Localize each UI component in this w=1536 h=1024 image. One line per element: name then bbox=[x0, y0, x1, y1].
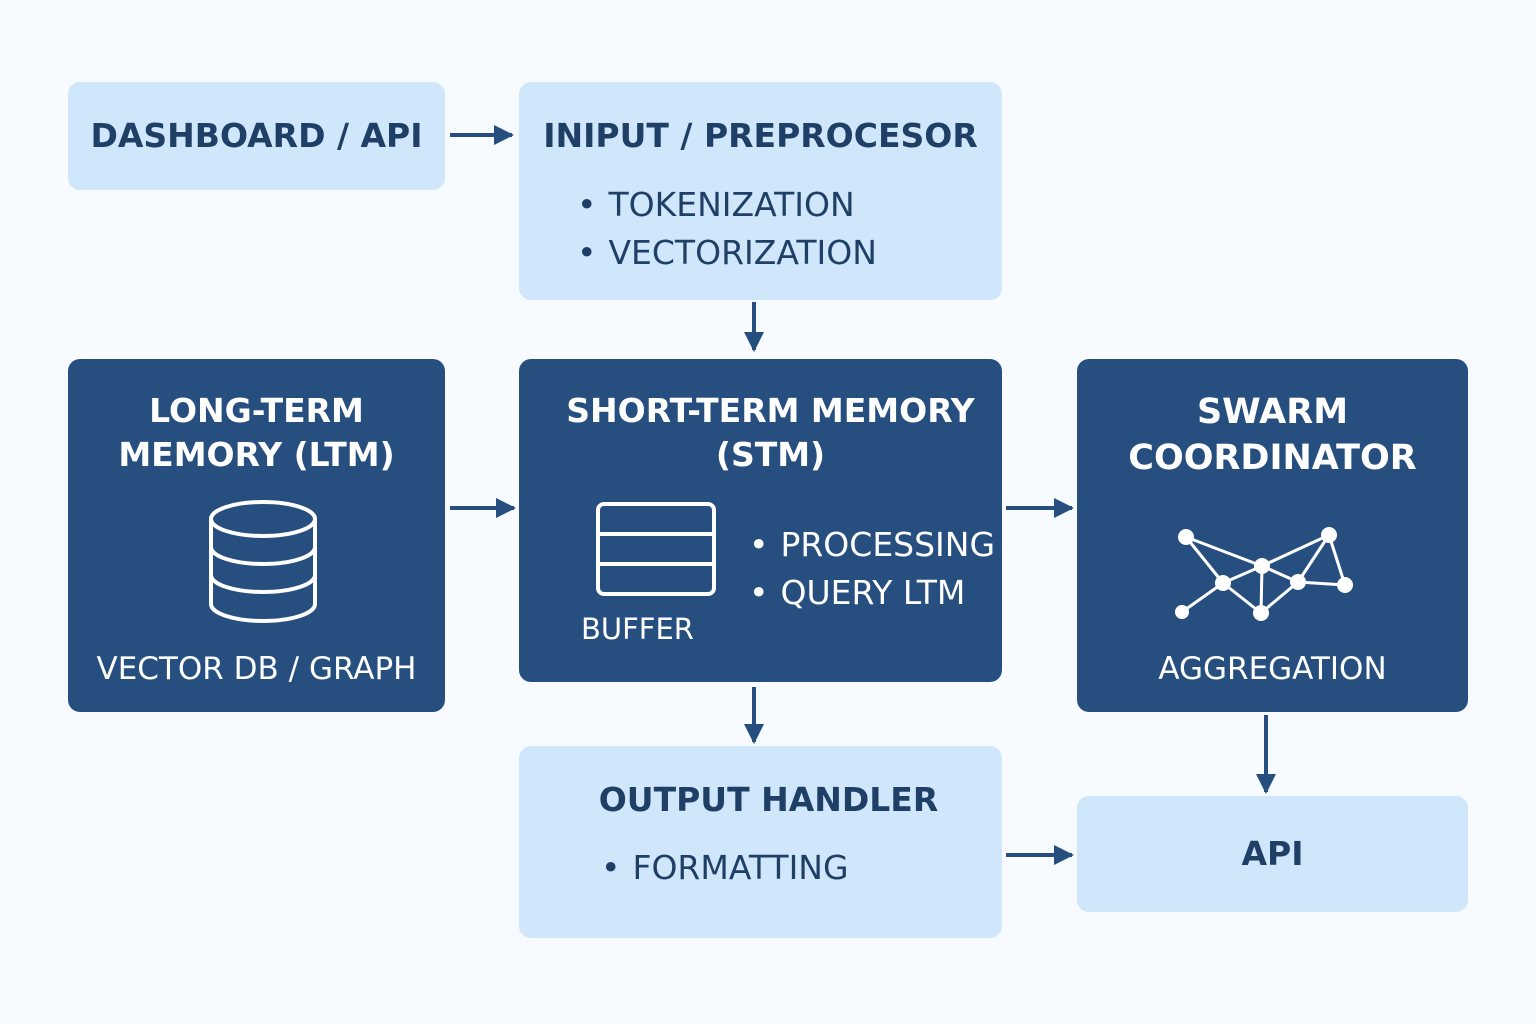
dashboard-api-box: DASHBOARD / API bbox=[68, 82, 445, 190]
input-item-vectorization: VECTORIZATION bbox=[577, 233, 876, 273]
swarm-coordinator-box: SWARM COORDINATOR AGGREGATION bbox=[1077, 359, 1468, 712]
ltm-caption: VECTOR DB / GRAPH bbox=[96, 651, 417, 687]
stm-title: SHORT-TERM MEMORY (STM) bbox=[566, 391, 975, 474]
stm-box: SHORT-TERM MEMORY (STM) BUFFER PROCESSIN… bbox=[519, 359, 1002, 682]
stm-item-query-ltm: QUERY LTM bbox=[749, 573, 965, 613]
stm-item-processing: PROCESSING bbox=[749, 525, 995, 565]
dashboard-api-title: DASHBOARD / API bbox=[90, 116, 423, 155]
swarm-caption: AGGREGATION bbox=[1158, 651, 1387, 687]
api-title: API bbox=[1241, 834, 1304, 873]
input-item-tokenization: TOKENIZATION bbox=[577, 185, 854, 225]
output-item-formatting: FORMATTING bbox=[601, 848, 848, 888]
input-preprocessor-box: INIPUT / PREPROCESOR TOKENIZATION VECTOR… bbox=[519, 82, 1002, 300]
api-box: API bbox=[1077, 796, 1468, 912]
ltm-title: LONG-TERM MEMORY (LTM) bbox=[118, 391, 395, 474]
buffer-icon bbox=[596, 502, 716, 596]
output-handler-box: OUTPUT HANDLER FORMATTING bbox=[519, 746, 1002, 938]
ltm-box: LONG-TERM MEMORY (LTM) VECTOR DB / GRAPH bbox=[68, 359, 445, 712]
output-handler-title: OUTPUT HANDLER bbox=[598, 780, 939, 819]
swarm-coordinator-title: SWARM COORDINATOR bbox=[1128, 392, 1417, 478]
buffer-label: BUFFER bbox=[581, 612, 694, 646]
network-graph-icon bbox=[1175, 527, 1353, 621]
input-preprocessor-title: INIPUT / PREPROCESOR bbox=[543, 116, 978, 155]
database-icon bbox=[209, 500, 317, 623]
